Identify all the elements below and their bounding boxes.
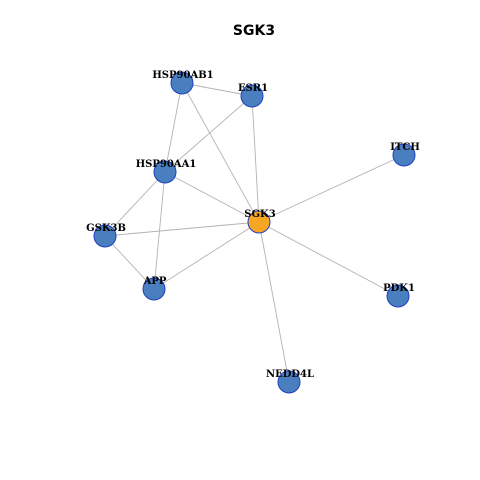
node-hsp90aa1 (153, 160, 177, 184)
edge-hsp90ab1-hsp90aa1 (164, 82, 183, 173)
node-hsp90ab1 (170, 71, 194, 95)
node-label-pdk1: PDK1 (383, 283, 415, 294)
edge-app-sgk3 (153, 221, 260, 290)
edge-layer (104, 82, 405, 383)
node-sgk3 (247, 210, 271, 234)
node-layer (93, 71, 416, 394)
edge-hsp90ab1-esr1 (181, 82, 253, 97)
edge-hsp90aa1-gsk3b (104, 171, 166, 237)
node-esr1 (240, 84, 264, 108)
edge-hsp90aa1-app (153, 171, 166, 290)
edge-gsk3b-app (104, 235, 155, 290)
node-nedd4l (277, 370, 301, 394)
edge-gsk3b-sgk3 (104, 221, 260, 237)
node-label-sgk3: SGK3 (244, 209, 275, 220)
edge-hsp90aa1-sgk3 (164, 171, 260, 223)
node-label-esr1: ESR1 (238, 83, 268, 94)
node-label-hsp90ab1: HSP90AB1 (152, 70, 213, 81)
edge-esr1-sgk3 (251, 95, 260, 223)
edge-nedd4l-sgk3 (258, 221, 290, 383)
node-label-app: APP (143, 276, 167, 287)
node-label-gsk3b: GSK3B (86, 223, 126, 234)
node-label-nedd4l: NEDD4L (266, 369, 314, 380)
node-itch (392, 143, 416, 167)
edge-esr1-hsp90aa1 (164, 95, 253, 173)
edge-itch-sgk3 (258, 154, 405, 223)
node-label-itch: ITCH (390, 142, 420, 153)
edge-pdk1-sgk3 (258, 221, 399, 297)
edge-hsp90ab1-sgk3 (181, 82, 260, 223)
node-gsk3b (93, 224, 117, 248)
diagram-title: SGK3 (233, 23, 275, 39)
node-label-hsp90aa1: HSP90AA1 (136, 159, 197, 170)
node-pdk1 (386, 284, 410, 308)
node-app (142, 277, 166, 301)
